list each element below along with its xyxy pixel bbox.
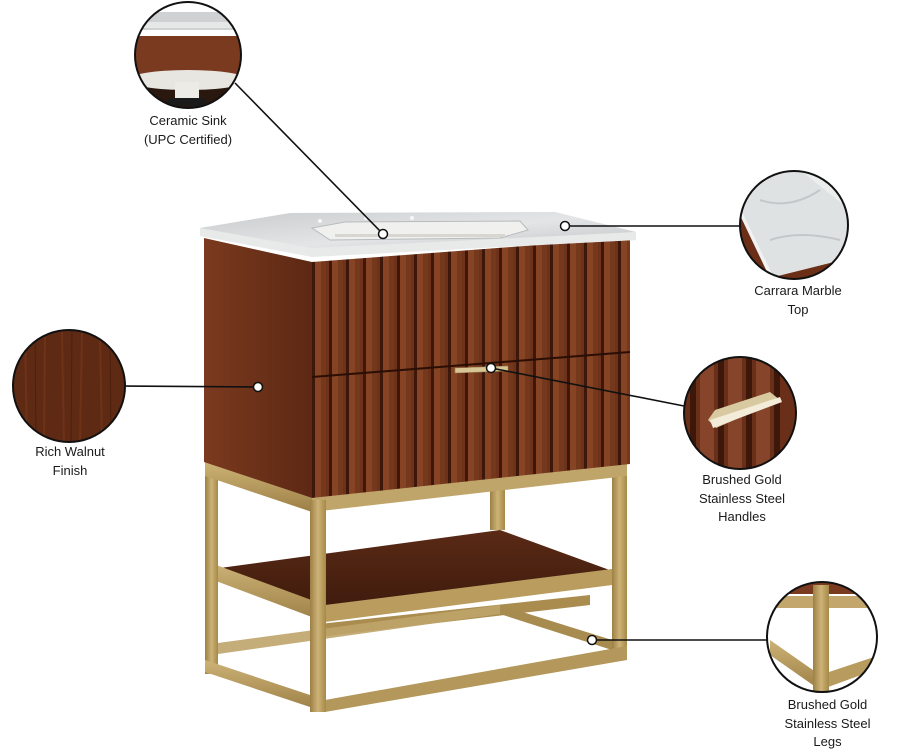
wood-detail-icon	[13, 330, 125, 442]
label-line: Stainless Steel	[699, 490, 785, 506]
callout-label-walnut-finish: Rich Walnut Finish	[0, 443, 140, 480]
label-line: Brushed Gold	[787, 697, 868, 712]
label-line: (UPC Certified)	[143, 131, 233, 147]
cabinet-side	[204, 238, 312, 498]
callout-label-gold-legs: Brushed Gold Stainless Steel Legs	[755, 696, 900, 752]
legs-detail-icon	[767, 582, 877, 692]
handle-detail-icon	[684, 357, 796, 469]
gold-frame	[205, 462, 627, 712]
callout-label-marble-top: Carrara Marble Top	[728, 282, 868, 319]
callout-label-gold-handles: Brushed Gold Stainless Steel Handles	[672, 471, 812, 527]
label-line: Carrara Marble	[754, 283, 842, 298]
callout-dots	[252, 220, 598, 646]
label-line: Top	[787, 301, 809, 317]
callout-label-ceramic-sink: Ceramic Sink (UPC Certified)	[118, 112, 258, 149]
label-line: Ceramic Sink	[149, 113, 227, 128]
label-line: Stainless Steel	[784, 715, 871, 731]
label-line: Legs	[813, 734, 842, 749]
label-line: Rich Walnut	[35, 444, 105, 459]
callout-lines	[124, 82, 768, 641]
label-line: Finish	[52, 462, 88, 478]
label-line: Brushed Gold	[702, 472, 782, 487]
label-line: Handles	[718, 509, 766, 524]
sink-detail-icon	[135, 2, 241, 108]
marble-top	[200, 212, 636, 257]
marble-detail-icon	[740, 171, 848, 279]
